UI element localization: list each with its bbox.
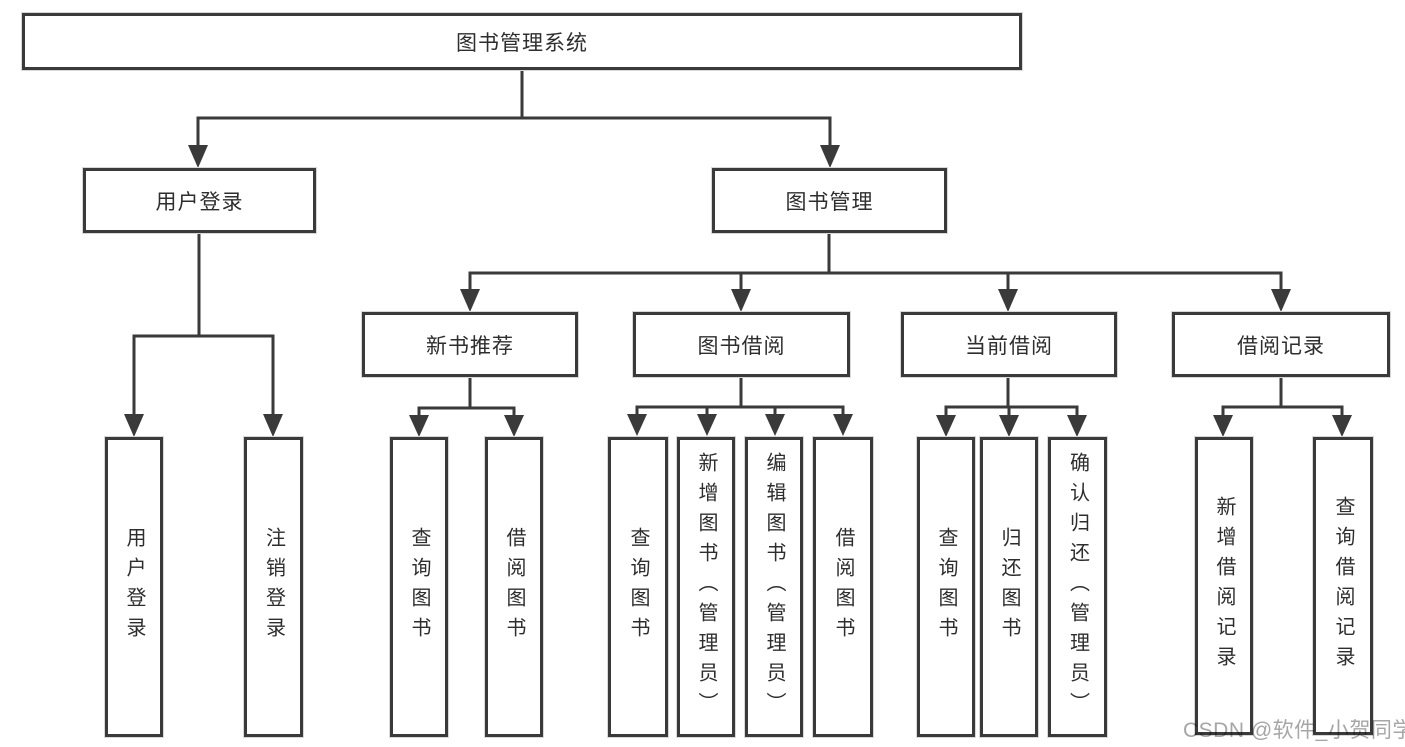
leaf-return-books-label: 归还图书 (998, 527, 1020, 647)
leaf-query-books-current-label: 查询图书 (935, 527, 957, 647)
leaf-add-borrow-record: 新增借阅记录 (1195, 437, 1253, 735)
leaf-user-login-label: 用户登录 (123, 527, 145, 647)
leaf-query-borrow-record-label: 查询借阅记录 (1332, 496, 1354, 676)
leaf-query-borrow-record: 查询借阅记录 (1313, 437, 1373, 735)
node-user-login: 用户登录 (83, 168, 316, 233)
node-new-book-recommend-label: 新书推荐 (426, 334, 514, 358)
leaf-query-books-recommend: 查询图书 (390, 437, 448, 737)
tree-edges (132, 70, 1344, 420)
leaf-borrow-books-recommend: 借阅图书 (485, 437, 543, 737)
node-current-borrowing: 当前借阅 (901, 312, 1117, 377)
leaf-borrow-books-recommend-label: 借阅图书 (503, 527, 525, 647)
leaf-add-books-admin-label: 新增图书（管理员） (695, 452, 717, 722)
leaf-borrow-books: 借阅图书 (813, 437, 873, 737)
leaf-edit-books-admin: 编辑图书（管理员） (745, 437, 803, 737)
leaf-return-books: 归还图书 (980, 437, 1038, 737)
leaf-query-books-borrowing-label: 查询图书 (627, 527, 649, 647)
leaf-query-books-current: 查询图书 (917, 437, 975, 737)
leaf-confirm-return-admin-label: 确认归还（管理员） (1066, 452, 1089, 722)
leaf-query-books-recommend-label: 查询图书 (408, 527, 430, 647)
node-root-label: 图书管理系统 (456, 31, 588, 55)
node-book-management-label: 图书管理 (785, 190, 874, 214)
leaf-confirm-return-admin: 确认归还（管理员） (1048, 437, 1107, 737)
node-book-borrowing: 图书借阅 (633, 312, 850, 377)
node-root: 图书管理系统 (22, 13, 1022, 70)
leaf-query-books-borrowing: 查询图书 (608, 437, 668, 737)
leaf-add-books-admin: 新增图书（管理员） (677, 437, 735, 737)
leaf-logout-label: 注销登录 (262, 527, 285, 647)
arrowheads (124, 145, 1352, 437)
node-new-book-recommend: 新书推荐 (362, 312, 578, 377)
leaf-user-login: 用户登录 (105, 437, 163, 737)
csdn-watermark: CSDN @软件_小贺同学 (1183, 719, 1405, 742)
leaf-logout: 注销登录 (244, 437, 303, 737)
leaf-add-borrow-record-label: 新增借阅记录 (1213, 496, 1235, 676)
node-current-borrowing-label: 当前借阅 (965, 334, 1053, 358)
node-book-management: 图书管理 (712, 168, 947, 233)
leaf-borrow-books-label: 借阅图书 (832, 527, 854, 647)
node-book-borrowing-label: 图书借阅 (697, 334, 786, 358)
node-user-login-label: 用户登录 (155, 190, 244, 214)
node-borrowing-records: 借阅记录 (1172, 312, 1390, 377)
leaf-edit-books-admin-label: 编辑图书（管理员） (763, 452, 785, 722)
node-borrowing-records-label: 借阅记录 (1237, 334, 1325, 358)
